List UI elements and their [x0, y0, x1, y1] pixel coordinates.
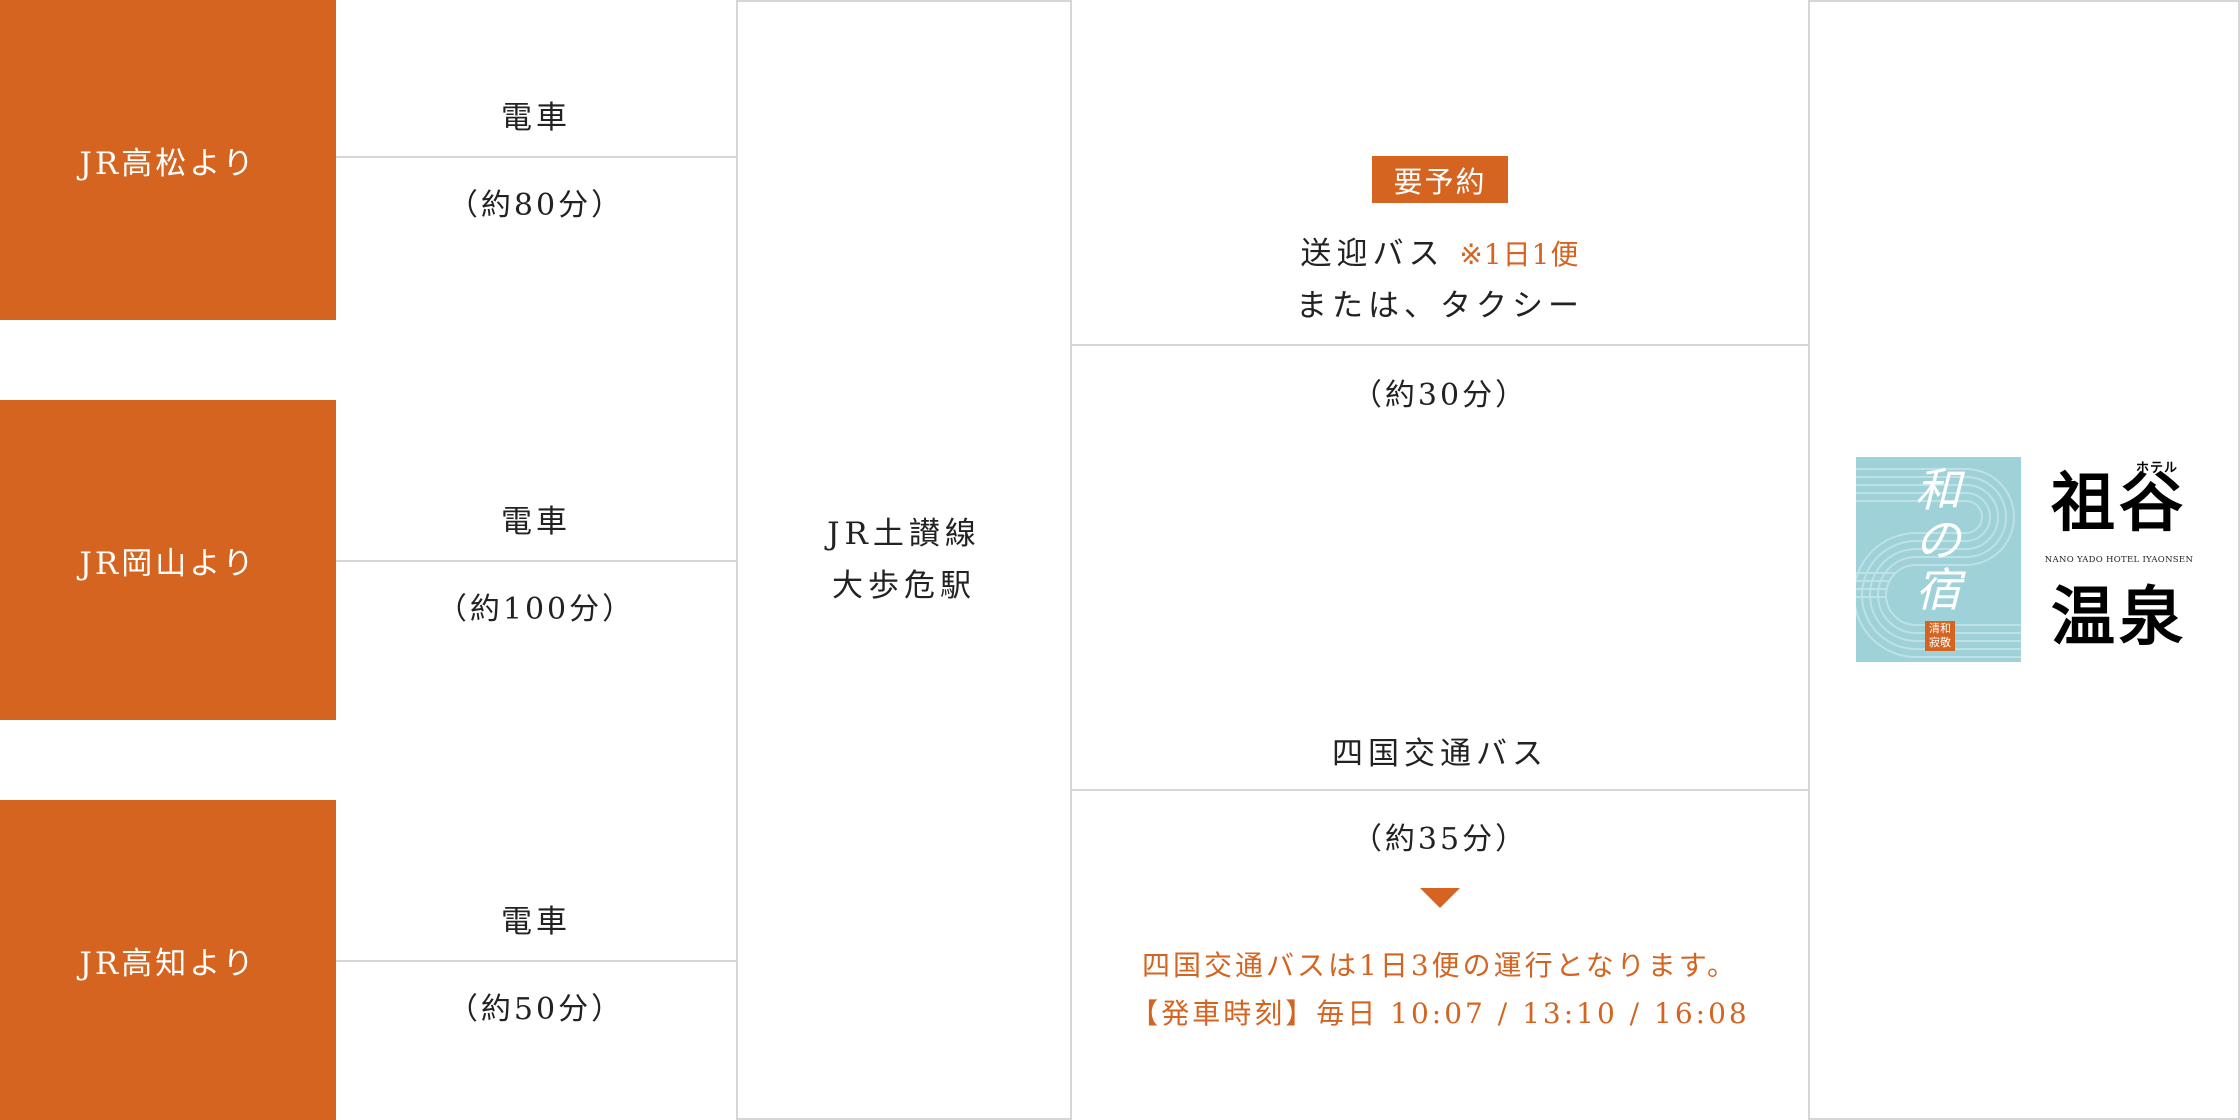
station-box: JR土讃線 大歩危駅	[736, 0, 1072, 1120]
shuttle-duration: （約30分）	[1351, 378, 1529, 413]
hotel-box	[1808, 0, 2240, 1120]
triangle-down-icon	[1420, 888, 1460, 908]
train-segment-okayama: 電車 （約100分）	[336, 400, 736, 720]
bus-duration: （約35分）	[1351, 822, 1529, 857]
origin-label: JR高知より	[79, 945, 257, 982]
bus-info-frequency: 四国交通バスは1日3便の運行となります。	[1142, 949, 1738, 982]
wa-no-yado-logo: 和の宿 清和 寂敬	[1856, 457, 2021, 662]
shuttle-frequency-note: ※1日1便	[1459, 238, 1580, 271]
origin-okayama: JR岡山より	[0, 400, 336, 720]
train-segment-takamatsu: 電車 （約80分）	[336, 0, 736, 320]
train-duration: （約80分）	[447, 188, 625, 223]
bus-mode: 四国交通バス	[1332, 736, 1548, 772]
train-segment-kochi: 電車 （約50分）	[336, 800, 736, 1120]
train-mode-label: 電車	[501, 504, 571, 540]
origin-label: JR岡山より	[79, 545, 257, 582]
station-line: JR土讃線	[827, 516, 981, 552]
hotel-iya-onsen-logo: ホテル 祖谷 NANO YADO HOTEL IYAONSEN 温泉	[2044, 455, 2194, 665]
logo-subtitle: NANO YADO HOTEL IYAONSEN	[2044, 555, 2194, 565]
logo-kana: ホテル	[2136, 461, 2179, 476]
divider	[336, 156, 736, 158]
divider	[1072, 789, 1808, 791]
shuttle-alternative: または、タクシー	[1296, 288, 1584, 324]
seal-line: 清和	[1929, 622, 1951, 635]
seal-line: 寂敬	[1929, 636, 1951, 649]
origin-takamatsu: JR高松より	[0, 0, 336, 320]
divider	[1072, 344, 1808, 346]
seal-stamp: 清和 寂敬	[1925, 621, 1955, 651]
station-name: 大歩危駅	[832, 568, 976, 604]
wa-no-yado-title: 和の宿	[1915, 463, 1961, 617]
origin-kochi: JR高知より	[0, 800, 336, 1120]
shuttle-mode-label: 送迎バス	[1300, 236, 1445, 272]
divider	[336, 960, 736, 962]
logo-bottom-kanji: 温泉	[2051, 580, 2187, 655]
train-duration: （約50分）	[447, 992, 625, 1027]
reservation-required-badge: 要予約	[1372, 156, 1508, 203]
bus-departure-times: 【発車時刻】毎日 10:07 / 13:10 / 16:08	[1130, 997, 1750, 1030]
origin-label: JR高松より	[79, 145, 257, 182]
train-duration: （約100分）	[436, 592, 636, 627]
wave-pattern-icon	[1856, 468, 2021, 658]
shuttle-mode: 送迎バス ※1日1便	[1072, 228, 1808, 273]
train-mode-label: 電車	[501, 904, 571, 940]
logo-top-kanji: 祖谷	[2051, 466, 2187, 541]
train-mode-label: 電車	[501, 100, 571, 136]
divider	[336, 560, 736, 562]
